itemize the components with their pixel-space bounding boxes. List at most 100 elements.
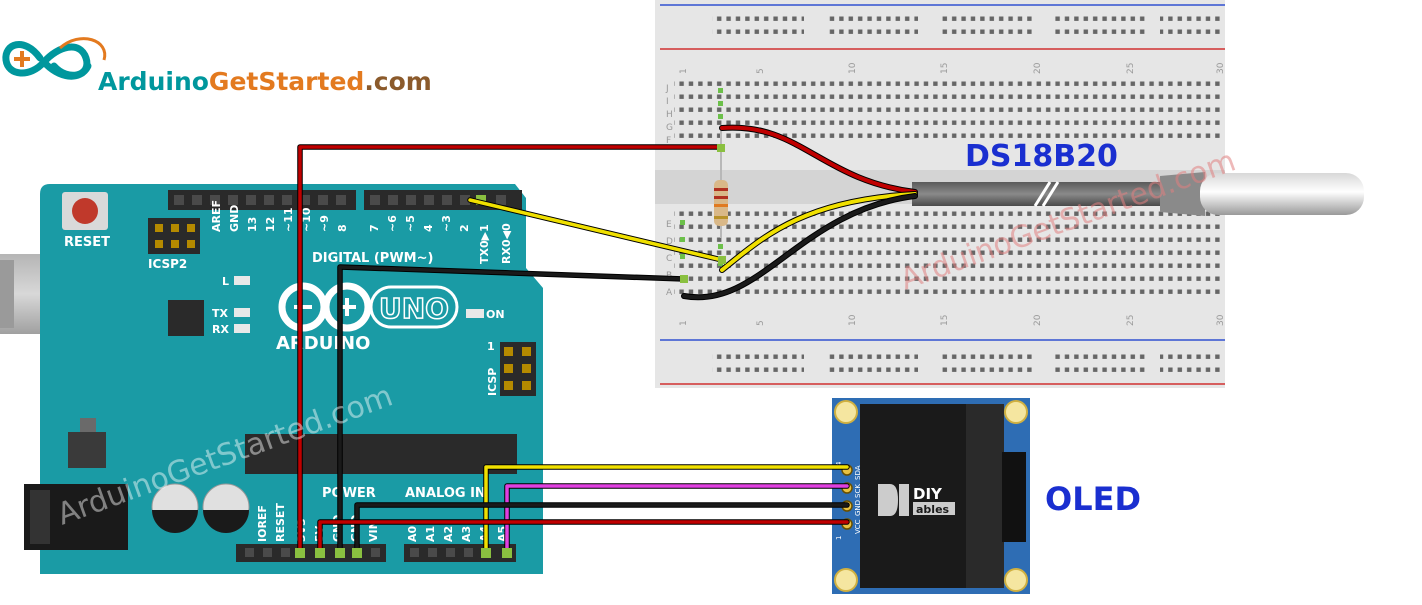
analog-header [404,544,516,562]
svg-text:30: 30 [1216,62,1226,74]
breadboard: J I H G F E D C B A 1 5 10 15 20 25 30 1… [655,0,1226,388]
wire-oled-gnd [355,503,849,552]
svg-text:AREF: AREF [210,200,223,232]
reset-label: RESET [64,235,110,250]
svg-text:1: 1 [679,320,689,326]
svg-text:4: 4 [835,461,843,466]
arduino-text: ARDUINO [276,333,370,354]
atmega-chip [245,434,517,474]
icsp-label: ICSP [486,368,499,396]
oled-module: VCC GND SCK SDA 1 4 DIY ables OLED [832,398,1141,594]
led-on [466,309,484,318]
board-pcb [40,184,543,574]
bottom-terminal-holes [674,210,1224,301]
svg-text:RX0◀0: RX0◀0 [500,223,513,264]
svg-text:ables: ables [916,503,950,516]
svg-text:1: 1 [835,536,843,540]
digital-label: DIGITAL (PWM~) [312,251,433,266]
svg-text:TX0▶1: TX0▶1 [478,224,491,264]
ds18b20-sensor: DS18B20 [912,139,1364,216]
svg-text:8: 8 [336,224,349,232]
svg-text:IOREF: IOREF [256,505,269,542]
svg-text:10: 10 [848,314,858,326]
wire-data-sensor [468,198,724,262]
sensor-probe [1200,173,1364,215]
svg-text:GND: GND [228,205,241,232]
brand-name: ArduinoGetStarted.com [98,67,432,96]
bottom-rail-holes [712,346,1222,375]
uno-text: UNO [379,292,449,325]
wire-oled-sck [505,484,849,552]
icsp-pin1-label: 1 [487,340,495,353]
svg-text:DIY: DIY [913,485,943,503]
svg-text:D: D [666,237,673,247]
svg-text:1: 1 [679,68,689,74]
sensor-red-lead [720,125,917,194]
led-l-label: L [222,275,229,288]
svg-text:15: 15 [940,315,950,326]
column-numbers: 1 5 10 15 20 25 30 1 5 10 15 20 25 30 [679,62,1226,326]
svg-text:F: F [666,136,671,146]
svg-text:A2: A2 [442,526,455,542]
svg-text:E: E [666,220,672,230]
oled-label: OLED [1045,480,1141,518]
svg-text:RESET: RESET [274,503,287,542]
voltage-regulator [68,432,106,468]
wire-oled-vcc [318,520,849,552]
svg-text:I: I [666,97,669,107]
svg-text:~10: ~10 [300,207,313,232]
led-tx-label: TX [212,307,229,320]
svg-text:25: 25 [1126,315,1136,326]
led-on-label: ON [486,308,505,321]
svg-text:A0: A0 [406,525,419,542]
svg-text:VCC: VCC [854,519,862,534]
wires [297,124,918,553]
sensor-black-lead [682,194,917,300]
svg-text:30: 30 [1216,314,1226,326]
analog-label: ANALOG IN [405,486,486,501]
svg-text:15: 15 [940,63,950,74]
led-rx [234,324,250,333]
led-tx [234,308,250,317]
svg-text:25: 25 [1126,63,1136,74]
svg-text:SCK: SCK [854,484,862,498]
top-terminal-holes [674,81,1224,146]
svg-text:12: 12 [264,217,277,232]
oled-pin-labels: VCC GND SCK SDA 1 4 [835,461,862,540]
power-header [236,544,386,562]
led-rx-label: RX [212,323,229,336]
svg-text:2: 2 [458,224,471,232]
svg-text:5: 5 [756,320,766,326]
svg-text:~3: ~3 [440,215,453,232]
power-label: POWER [322,486,376,501]
svg-text:VIN: VIN [367,520,380,542]
top-rail-holes [712,13,1222,42]
reset-button[interactable] [62,192,108,230]
capacitor-left [151,483,199,533]
svg-text:A1: A1 [424,526,437,542]
svg-text:~11: ~11 [282,207,295,232]
svg-text:5: 5 [756,68,766,74]
svg-text:4: 4 [422,224,435,232]
svg-text:SDA: SDA [854,465,862,480]
icsp2-header [148,218,200,254]
svg-text:C: C [666,254,672,264]
arduino-uno-board: RESET ICSP2 AREF GND 13 12 ~11 ~10 ~ [0,184,543,574]
svg-text:7: 7 [368,224,381,232]
svg-text:20: 20 [1033,62,1043,74]
digital-pin-labels: AREF GND 13 12 ~11 ~10 ~9 8 7 ~6 ~5 4 ~3… [210,200,513,264]
arduino-infinity-icon [278,282,372,332]
svg-text:A: A [666,288,673,298]
capacitor-right [202,483,250,533]
svg-text:G: G [666,123,673,133]
svg-text:A3: A3 [460,526,473,542]
svg-text:GND: GND [854,500,862,516]
svg-text:~6: ~6 [386,215,399,232]
svg-text:10: 10 [848,62,858,74]
svg-text:13: 13 [246,217,259,232]
svg-text:~9: ~9 [318,215,331,232]
svg-text:J: J [665,84,669,94]
svg-text:~5: ~5 [404,215,417,232]
wire-5v-sensor [298,145,724,552]
